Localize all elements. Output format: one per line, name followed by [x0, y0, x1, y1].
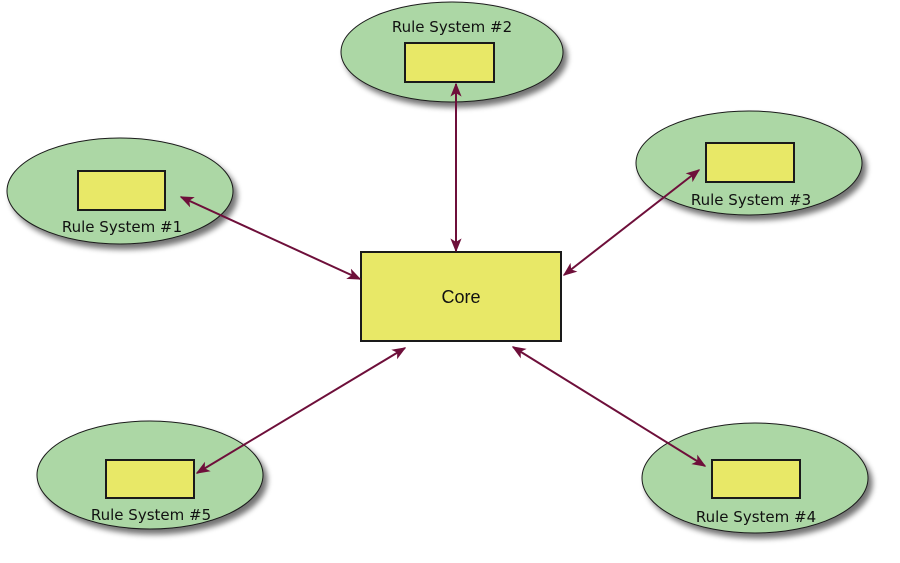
core-label: Core: [441, 287, 480, 307]
arrow-rule-system-5-core: [195, 347, 407, 474]
arrow-rule-system-1-core: [179, 196, 362, 280]
core: Core: [360, 251, 562, 342]
rule-system-3-label: Rule System #3: [691, 191, 811, 209]
rule-system-5-box: [105, 459, 195, 499]
rule-system-4-label: Rule System #4: [696, 508, 816, 526]
rule-system-3: Rule System #3: [635, 110, 863, 216]
rule-system-5-label: Rule System #5: [91, 506, 211, 524]
rule-system-2: Rule System #2: [340, 1, 564, 103]
rule-system-3-box: [705, 142, 795, 183]
rule-system-5: Rule System #5: [36, 420, 264, 530]
rule-system-2-label: Rule System #2: [392, 18, 512, 36]
rule-system-4-box: [711, 459, 801, 499]
rule-system-1: Rule System #1: [6, 137, 234, 245]
rule-system-2-box: [404, 42, 495, 83]
rule-system-4: Rule System #4: [641, 422, 869, 534]
rule-system-1-box: [77, 170, 166, 211]
arrow-rule-system-3-core: [562, 169, 701, 276]
rule-system-1-label: Rule System #1: [62, 218, 182, 236]
core-box: [360, 251, 562, 342]
arrow-rule-system-4-core: [511, 346, 707, 467]
